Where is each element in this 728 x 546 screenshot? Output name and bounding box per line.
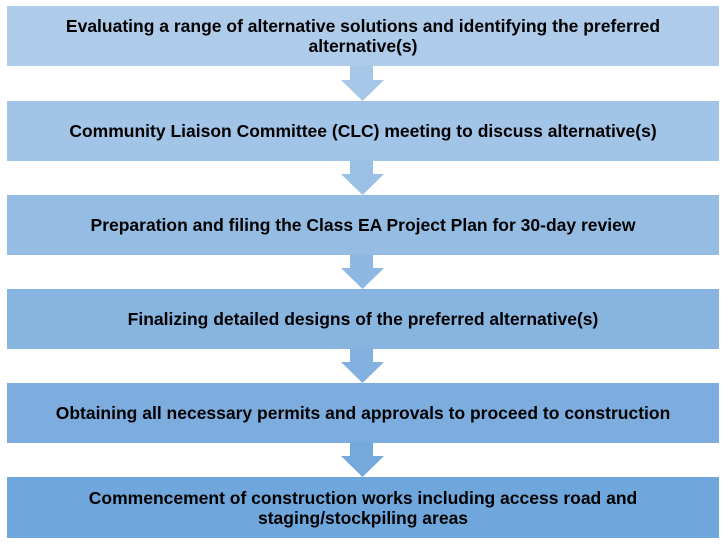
step-2-box: Community Liaison Committee (CLC) meetin… bbox=[7, 101, 719, 161]
down-arrow-icon bbox=[341, 160, 384, 195]
step-4-label: Finalizing detailed designs of the prefe… bbox=[127, 309, 599, 329]
step-6-label: Commencement of construction works inclu… bbox=[88, 487, 638, 528]
down-arrow-icon bbox=[341, 348, 384, 383]
step-1-label: Evaluating a range of alternative soluti… bbox=[65, 16, 661, 56]
step-3-label: Preparation and filing the Class EA Proj… bbox=[90, 215, 636, 235]
step-4-box: Finalizing detailed designs of the prefe… bbox=[7, 289, 719, 349]
step-2-label: Community Liaison Committee (CLC) meetin… bbox=[69, 121, 657, 141]
down-arrow-icon bbox=[341, 442, 384, 477]
down-arrow-icon bbox=[341, 254, 384, 289]
step-5-box: Obtaining all necessary permits and appr… bbox=[7, 383, 719, 443]
step-3-box: Preparation and filing the Class EA Proj… bbox=[7, 195, 719, 255]
step-6-box: Commencement of construction works inclu… bbox=[7, 477, 719, 538]
down-arrow-icon bbox=[341, 66, 384, 101]
step-1-box: Evaluating a range of alternative soluti… bbox=[7, 6, 719, 66]
step-5-label: Obtaining all necessary permits and appr… bbox=[55, 403, 671, 423]
